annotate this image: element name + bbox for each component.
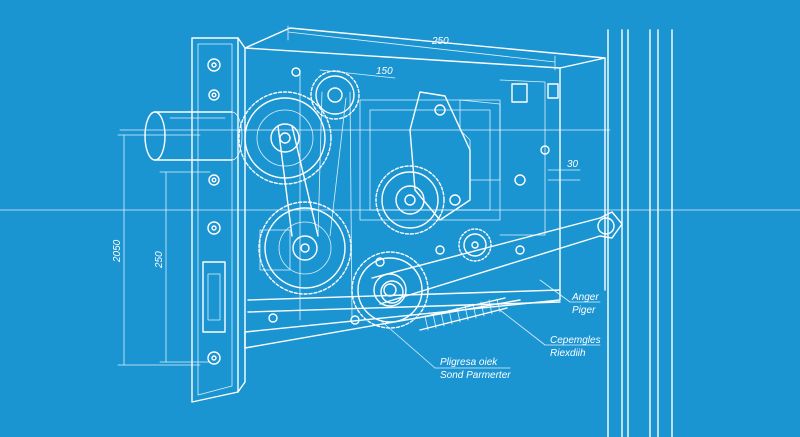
return-spring <box>417 297 508 331</box>
label-piger: Piger <box>572 305 596 316</box>
dimension-right-side: 30 <box>567 159 579 170</box>
dimension-lines <box>117 25 581 366</box>
dimension-top-width: 250 <box>431 36 449 47</box>
leader-lines <box>379 279 601 369</box>
gear-center <box>375 165 445 235</box>
label-pligreseoiek: Pligresa oiek <box>440 357 498 368</box>
dimension-left-inner: 250 <box>154 251 165 269</box>
dimension-top-small: 150 <box>376 66 393 77</box>
faceplate <box>191 37 246 403</box>
lock-housing <box>244 27 606 349</box>
gear-lower-left <box>258 201 352 295</box>
label-anger: Anger <box>571 292 599 303</box>
gear-medium-top <box>310 70 360 120</box>
drive-belts <box>277 91 347 237</box>
label-sond-parmerter: Sond Parmerter <box>440 370 511 381</box>
lever-handle <box>371 211 623 305</box>
gear-small-right <box>458 228 492 262</box>
label-riexdiih: Riexdiih <box>550 348 586 359</box>
screws <box>268 67 550 325</box>
door-frame-rails <box>607 29 673 437</box>
background-construction-lines <box>0 129 800 211</box>
gear-lower-center <box>351 251 429 329</box>
dimension-left-outer: 2050 <box>112 239 123 263</box>
label-cepemgles: Cepemgles <box>550 335 601 346</box>
latch-bolt <box>144 111 243 161</box>
gear-large-upper <box>238 91 332 185</box>
